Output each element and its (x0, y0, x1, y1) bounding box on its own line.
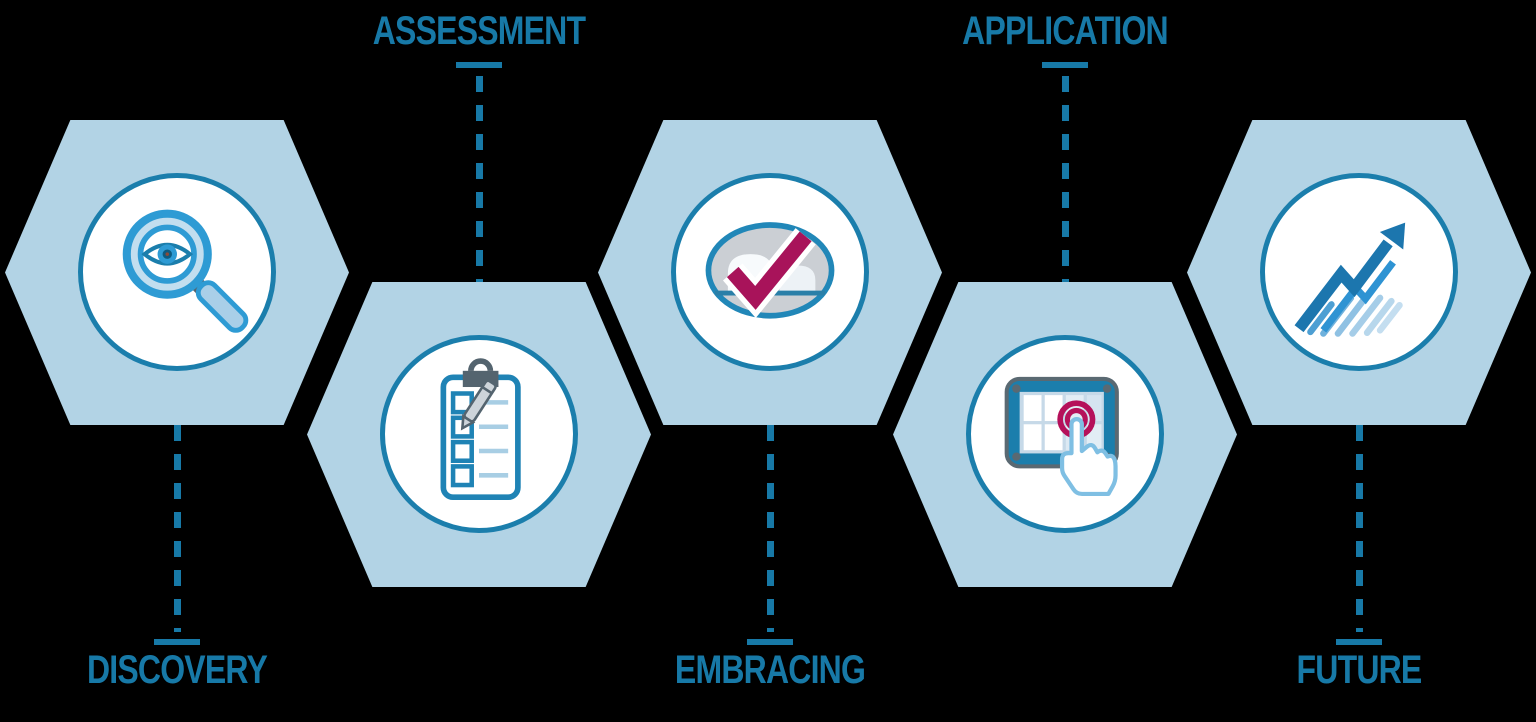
icon-circle-assessment (380, 335, 578, 533)
pen-glyph (460, 379, 497, 431)
growth-arrow-icon (1294, 222, 1406, 337)
connector-end-bar (747, 639, 793, 645)
step-label-discovery: DISCOVERY (86, 648, 268, 692)
icon-circle-embracing (671, 173, 869, 371)
icon-circle-application (966, 335, 1164, 533)
step-label-application: APPLICATION (962, 9, 1169, 53)
connector-dashed-line (1061, 76, 1069, 282)
connector-end-bar (456, 62, 502, 68)
connector-dashed-line (1355, 425, 1363, 632)
checklist-clipboard-icon (440, 358, 521, 501)
hexagon-discovery (5, 120, 349, 425)
connector-end-bar (154, 639, 200, 645)
checkmark-oval-icon (705, 222, 835, 319)
hexagon-assessment (307, 282, 651, 587)
connector-dashed-line (475, 76, 483, 282)
hexagon-application (893, 282, 1237, 587)
icon-circle-discovery (78, 173, 276, 371)
connector-end-bar (1042, 62, 1088, 68)
step-label-embracing: EMBRACING (674, 648, 866, 692)
step-label-assessment: ASSESSMENT (372, 9, 586, 53)
connector-dashed-line (766, 425, 774, 632)
step-label-future: FUTURE (1296, 648, 1423, 692)
connector-end-bar (1336, 639, 1382, 645)
touchscreen-hand-icon (1004, 376, 1119, 497)
icon-circle-future (1260, 173, 1458, 371)
hexagon-future (1187, 120, 1531, 425)
hexagon-embracing (598, 120, 942, 425)
connector-dashed-line (173, 425, 181, 632)
magnifier-eye-icon (122, 209, 249, 333)
